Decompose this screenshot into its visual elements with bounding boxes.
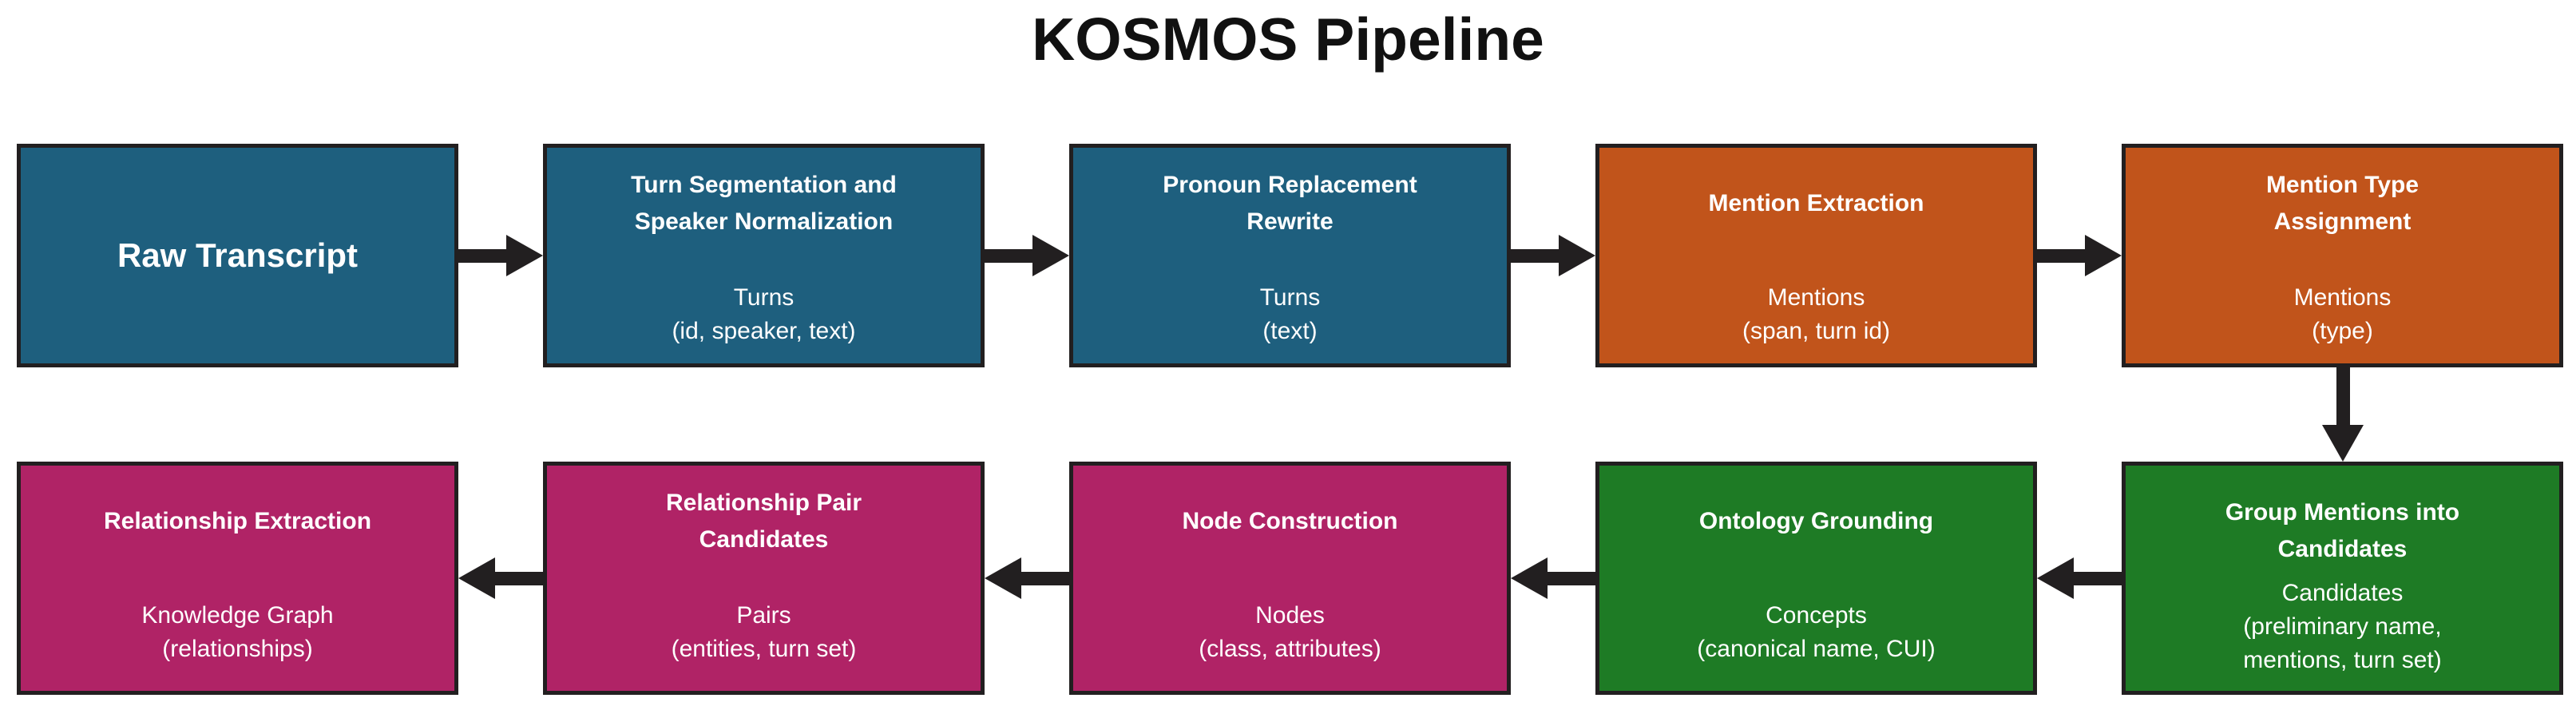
arrow-right-icon	[985, 235, 1069, 276]
arrow-shaft	[458, 248, 506, 263]
box-mention-type-assignment: Mention Type Assignment Mentions (type)	[2122, 144, 2563, 367]
box-relationship-pair-candidates: Relationship Pair Candidates Pairs (enti…	[543, 462, 985, 695]
arrow-head-left-icon	[1511, 557, 1548, 599]
box-title: Pronoun Replacement Rewrite	[1163, 171, 1417, 235]
box-relationship-extraction: Relationship Extraction Knowledge Graph …	[17, 462, 458, 695]
box-title: Raw Transcript	[117, 236, 359, 274]
arrow-left-icon	[458, 557, 543, 599]
arrow-right-icon	[458, 235, 543, 276]
box-title: Group Mentions into Candidates	[2225, 498, 2460, 562]
box-node-construction: Node Construction Nodes (class, attribut…	[1069, 462, 1511, 695]
box-title: Node Construction	[1182, 507, 1398, 534]
page-title: KOSMOS Pipeline	[1032, 6, 1544, 73]
box-mention-extraction: Mention Extraction Mentions (span, turn …	[1595, 144, 2037, 367]
arrow-head-right-icon	[506, 235, 543, 276]
box-body: Pairs (entities, turn set)	[671, 602, 857, 662]
box-pronoun-replacement-rewrite: Pronoun Replacement Rewrite Turns (text)	[1069, 144, 1511, 367]
box-title: Relationship Extraction	[103, 507, 372, 534]
arrow-left-icon	[985, 557, 1069, 599]
box-title-wrap: Node Construction	[1183, 483, 1398, 559]
arrow-shaft	[2336, 367, 2350, 425]
arrow-shaft	[2074, 571, 2122, 585]
box-turn-segmentation: Turn Segmentation and Speaker Normalizat…	[543, 144, 985, 367]
box-title-wrap: Pronoun Replacement Rewrite	[1163, 165, 1417, 241]
box-ontology-grounding: Ontology Grounding Concepts (canonical n…	[1595, 462, 2037, 695]
box-body: Turns (id, speaker, text)	[672, 284, 856, 344]
box-title-wrap: Raw Transcript	[117, 236, 358, 276]
arrow-shaft	[495, 571, 543, 585]
box-title: Mention Type Assignment	[2265, 171, 2419, 235]
box-body: Turns (text)	[1259, 284, 1321, 344]
box-title: Mention Extraction	[1708, 189, 1924, 216]
box-body: Concepts (canonical name, CUI)	[1697, 602, 1936, 662]
arrow-left-icon	[2037, 557, 2122, 599]
box-title-wrap: Mention Type Assignment	[2266, 165, 2419, 241]
box-title: Ontology Grounding	[1698, 507, 1934, 534]
box-body: Mentions (type)	[2293, 284, 2392, 344]
arrow-right-icon	[1511, 235, 1595, 276]
box-body: Knowledge Graph (relationships)	[141, 602, 334, 662]
box-title: Turn Segmentation and Speaker Normalizat…	[631, 171, 897, 235]
box-group-mentions-into-candidates: Group Mentions into Candidates Candidate…	[2122, 462, 2563, 695]
box-body: Mentions (span, turn id)	[1742, 284, 1891, 344]
arrow-left-icon	[1511, 557, 1595, 599]
arrow-head-down-icon	[2322, 425, 2364, 462]
box-title-wrap: Turn Segmentation and Speaker Normalizat…	[631, 165, 897, 241]
arrow-shaft	[1021, 571, 1069, 585]
arrow-shaft	[2037, 248, 2085, 263]
arrow-shaft	[1548, 571, 1595, 585]
arrow-shaft	[985, 248, 1032, 263]
box-body: Candidates (preliminary name, mentions, …	[2243, 580, 2442, 673]
box-title-wrap: Ontology Grounding	[1699, 483, 1933, 559]
box-title-wrap: Relationship Extraction	[104, 483, 371, 559]
arrow-shaft	[1511, 248, 1559, 263]
arrow-right-icon	[2037, 235, 2122, 276]
arrow-head-left-icon	[458, 557, 495, 599]
box-body: Nodes (class, attributes)	[1199, 602, 1381, 662]
box-raw-transcript: Raw Transcript	[17, 144, 458, 367]
arrow-head-right-icon	[2085, 235, 2122, 276]
arrow-head-left-icon	[985, 557, 1021, 599]
box-title-wrap: Relationship Pair Candidates	[666, 483, 862, 559]
box-title: Relationship Pair Candidates	[665, 489, 862, 553]
arrow-head-right-icon	[1559, 235, 1595, 276]
box-title-wrap: Group Mentions into Candidates	[2225, 493, 2459, 569]
arrow-head-right-icon	[1032, 235, 1069, 276]
arrow-head-left-icon	[2037, 557, 2074, 599]
arrow-down-icon	[2322, 367, 2364, 462]
box-title-wrap: Mention Extraction	[1708, 165, 1924, 241]
